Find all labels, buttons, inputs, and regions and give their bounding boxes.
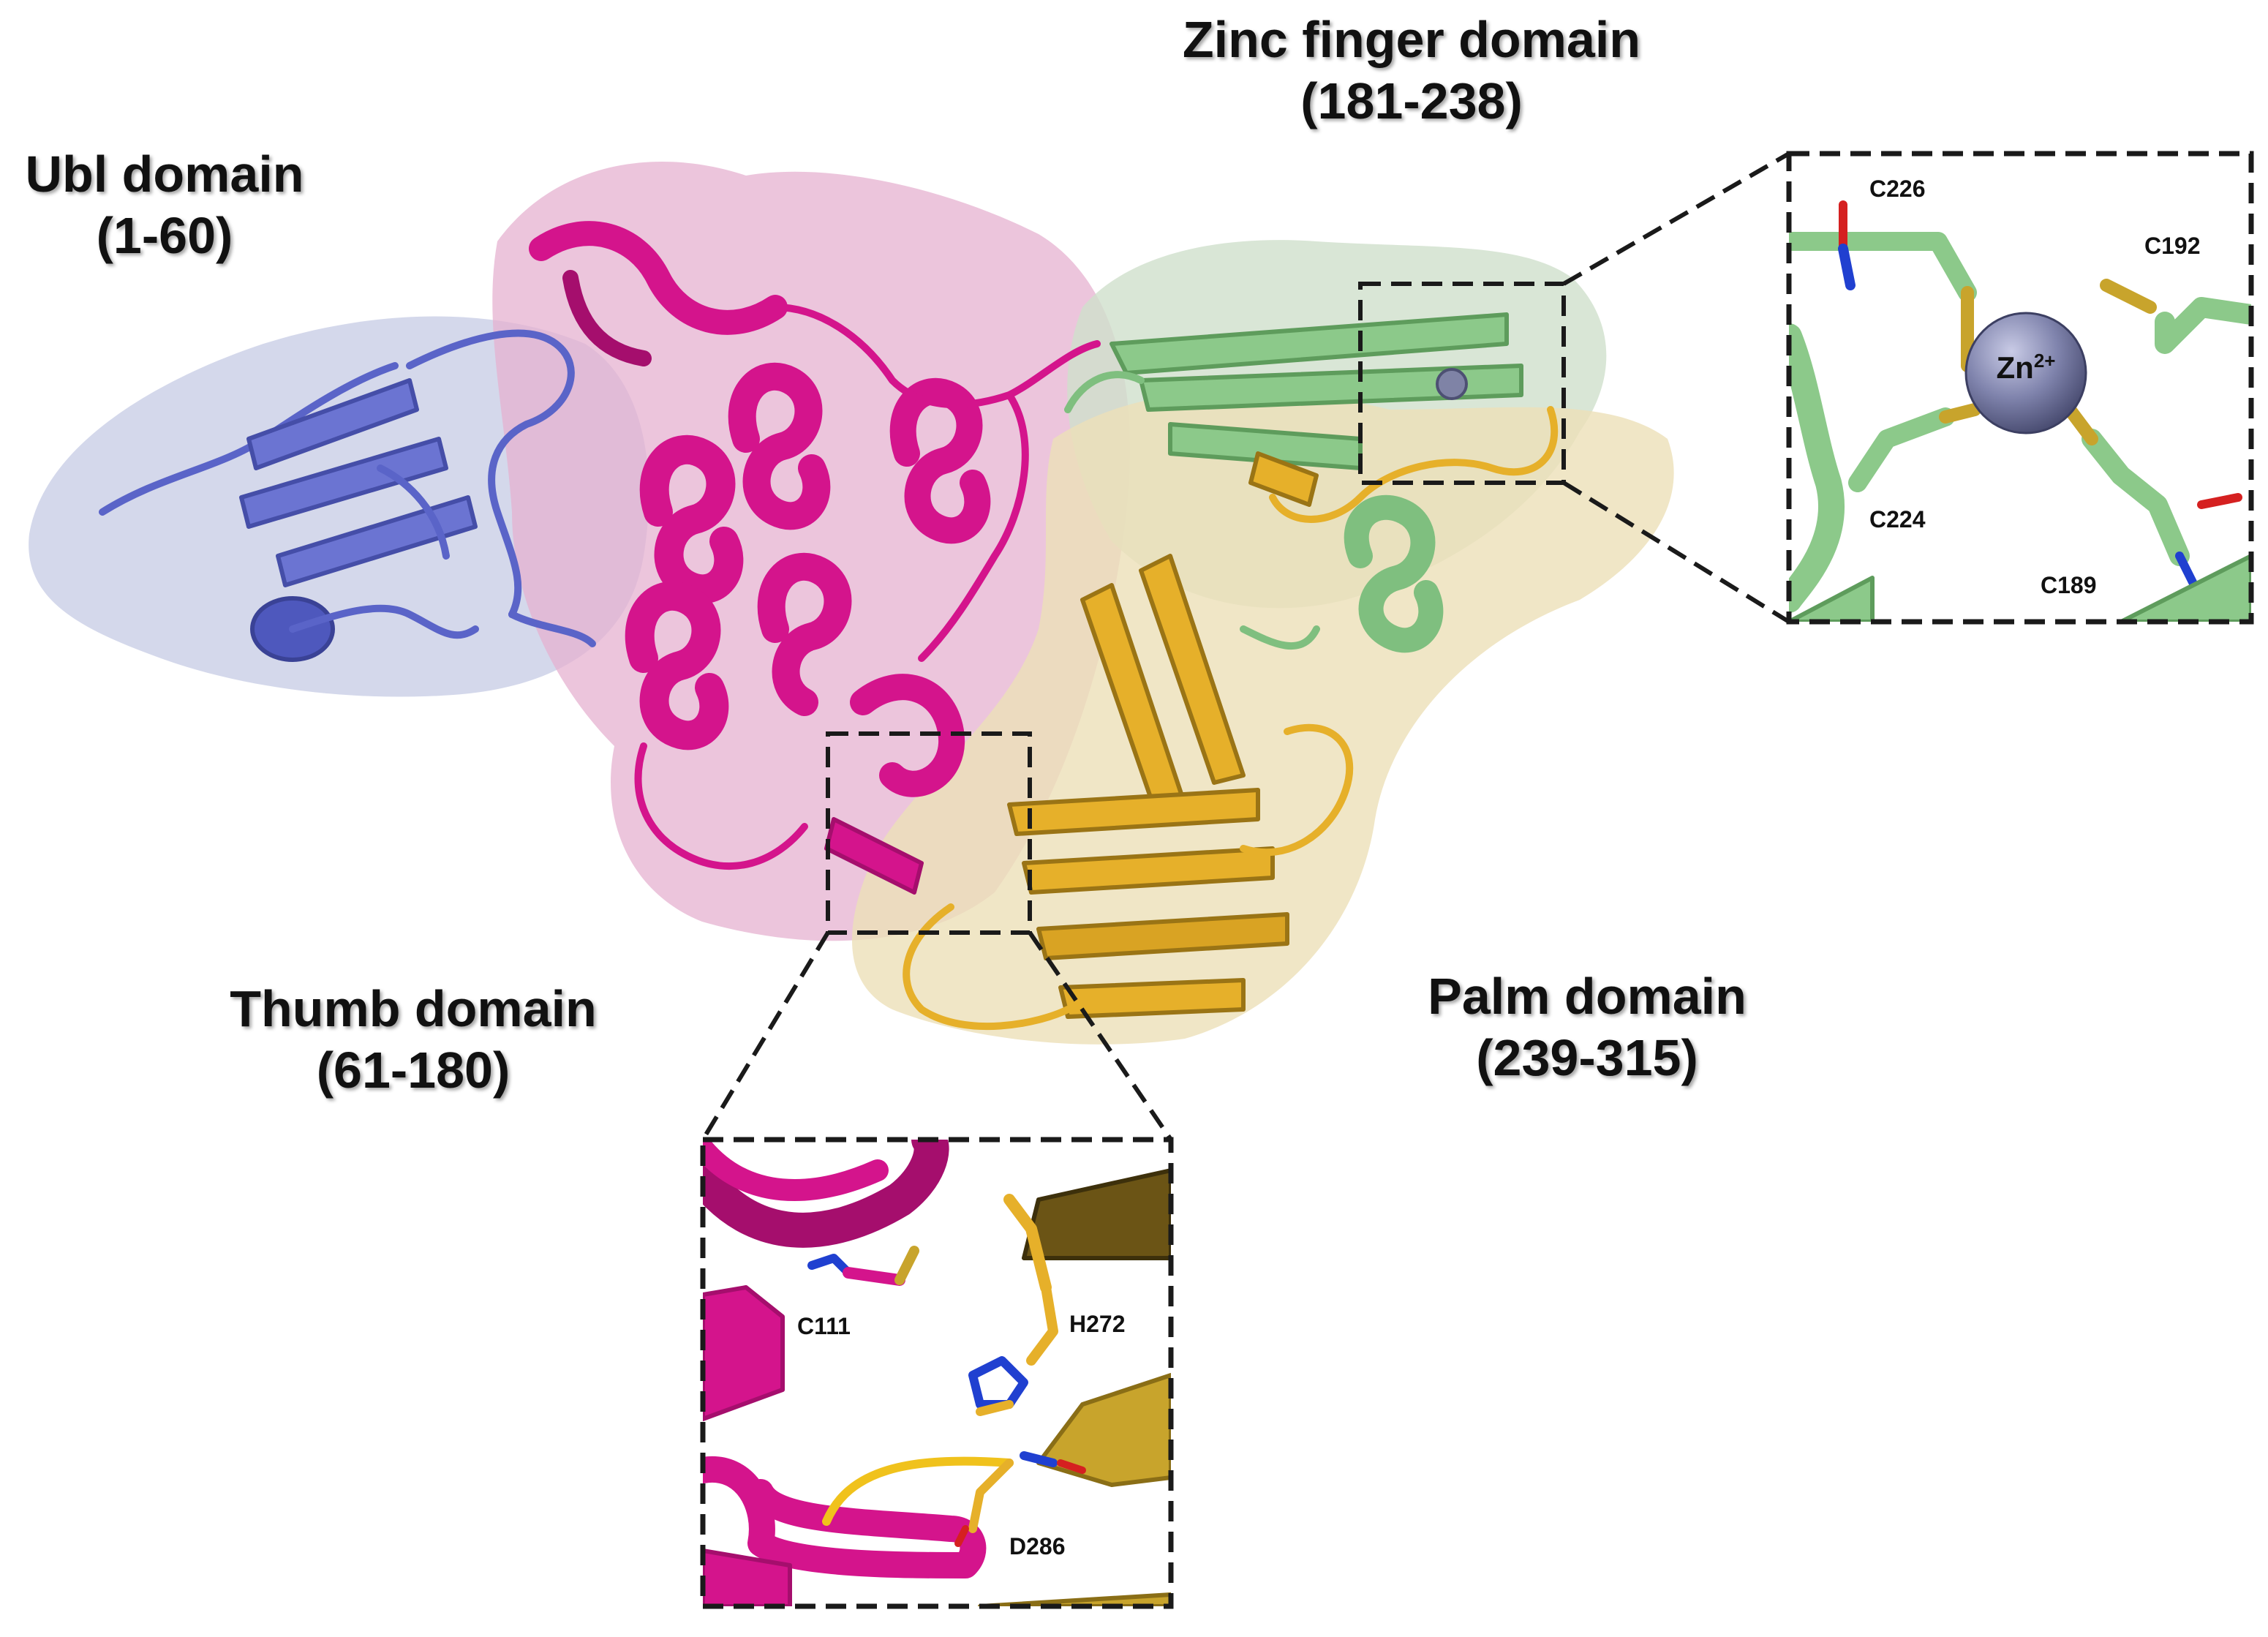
ubl-cartoon <box>99 329 596 662</box>
zinc-inset-frame <box>1786 151 2254 625</box>
catalytic-inset-frame <box>700 1137 1174 1609</box>
catalytic-site-box <box>826 731 1032 935</box>
residue-label-c224: C224 <box>1869 506 1926 533</box>
zinc-ion-charge: 2+ <box>2033 350 2056 372</box>
zinc-ion <box>1964 312 2087 434</box>
residue-label-h272: H272 <box>1069 1311 1126 1337</box>
residue-label-c111: C111 <box>797 1313 851 1339</box>
label-palm-domain: Palm domain (239-315) <box>1375 966 1799 1088</box>
label-thumb-domain: Thumb domain (61-180) <box>187 978 640 1101</box>
zinc-finger-domain-range: (181-238) <box>1300 72 1523 129</box>
ubl-surface <box>29 316 649 697</box>
residue-label-c189: C189 <box>2041 572 2097 598</box>
catalytic-site-callout <box>701 731 1173 1141</box>
thumb-cartoon <box>529 221 1101 895</box>
zinc-finger-cartoon <box>1064 312 1523 653</box>
palm-cartoon <box>903 406 1559 1031</box>
zinc-site-box <box>1358 282 1566 485</box>
ubl-domain-name: Ubl domain <box>25 146 304 203</box>
zinc-inset-art <box>1789 154 2251 622</box>
residue-label-c226: C226 <box>1869 176 1926 202</box>
residue-label-d286: D286 <box>1009 1533 1066 1559</box>
palm-domain-name: Palm domain <box>1428 968 1747 1025</box>
label-zinc-finger-domain: Zinc finger domain (181-238) <box>1126 9 1697 132</box>
residue-label-c192: C192 <box>2144 233 2201 259</box>
zinc-site-callout <box>1358 151 1790 624</box>
catalytic-inset-art <box>703 1140 1171 1606</box>
palm-domain-range: (239-315) <box>1476 1029 1698 1086</box>
label-ubl-domain: Ubl domain (1-60) <box>0 143 329 266</box>
thumb-domain-name: Thumb domain <box>230 980 597 1037</box>
thumb-domain-range: (61-180) <box>316 1042 511 1099</box>
zinc-ion-label: Zn2+ <box>1996 350 2056 385</box>
zinc-finger-domain-name: Zinc finger domain <box>1182 11 1641 68</box>
ubl-domain-range: (1-60) <box>96 207 233 264</box>
